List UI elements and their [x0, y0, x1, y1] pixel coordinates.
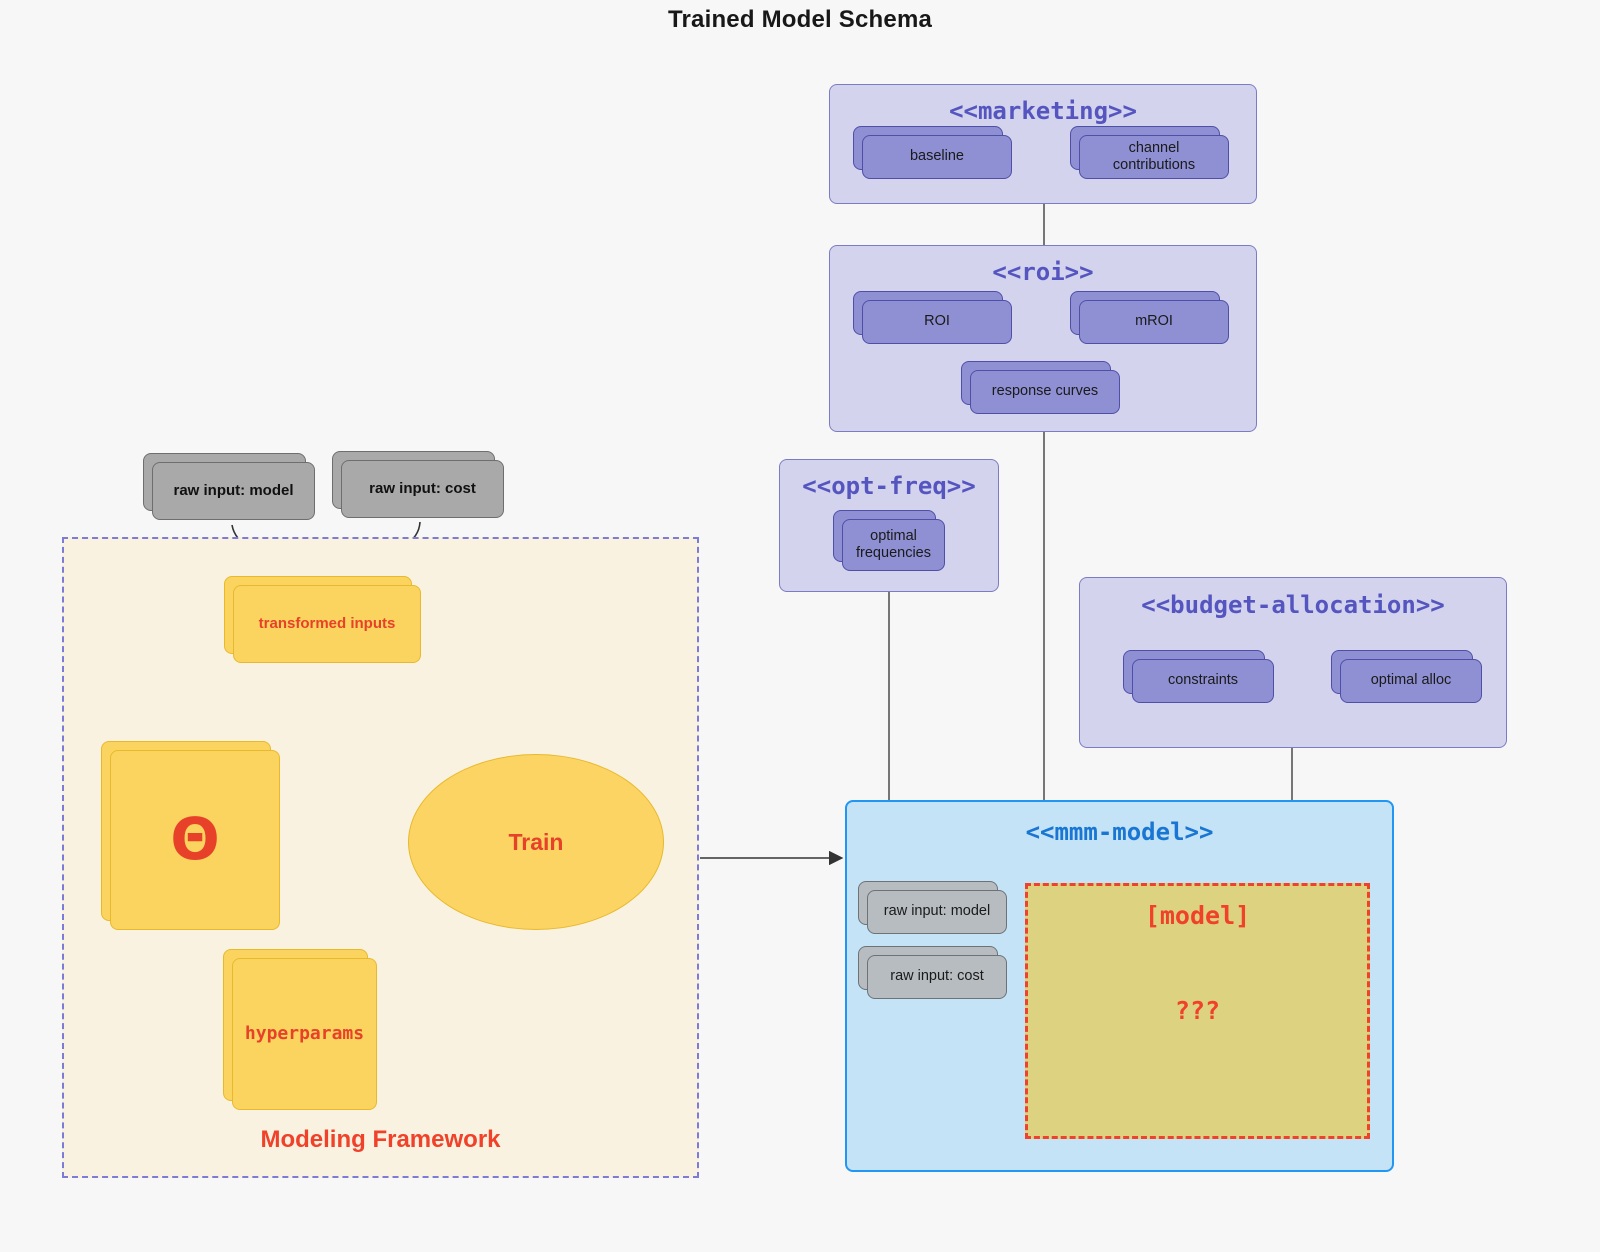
card-front [1340, 659, 1482, 703]
node-raw-input-cost-label: raw input: cost [369, 480, 476, 497]
card-front [233, 585, 421, 663]
model-unknown-label: ??? [1174, 996, 1221, 1025]
card-front [1132, 659, 1274, 703]
node-theta-label: Θ [170, 805, 220, 874]
node-mroi-label: mROI [1135, 313, 1173, 330]
node-mmm-raw-input-cost-label: raw input: cost [890, 968, 984, 985]
node-raw-input-model-label: raw input: model [173, 482, 294, 499]
node-constraints-label: constraints [1167, 672, 1239, 689]
card-front [867, 890, 1007, 934]
node-constraints[interactable]: constraints [1123, 650, 1274, 703]
node-optimal-frequencies[interactable]: optimal frequencies [833, 510, 945, 571]
node-train-label: Train [508, 828, 564, 855]
card-front [1079, 135, 1229, 179]
node-optimal-frequencies-label: optimal frequencies [848, 528, 939, 563]
node-transformed-inputs[interactable]: transformed inputs [224, 576, 421, 663]
package-opt-freq-title: <<opt-freq>> [802, 472, 976, 500]
card-front [232, 958, 377, 1110]
node-channel-contributions[interactable]: channel contributions [1070, 126, 1229, 179]
card-front [862, 300, 1012, 344]
node-baseline[interactable]: baseline [853, 126, 1012, 179]
page-title: Trained Model Schema [667, 6, 933, 33]
card-front [862, 135, 1012, 179]
label-line-1: optimal [870, 527, 917, 544]
model-placeholder-box[interactable]: [model] ??? [1025, 883, 1370, 1139]
node-baseline-label: baseline [909, 148, 964, 165]
node-response-curves-label: response curves [991, 383, 1099, 400]
label-line-2: frequencies [856, 545, 931, 561]
package-mmm-model-title: <<mmm-model>> [1025, 818, 1214, 846]
node-hyperparams[interactable]: hyperparams [223, 949, 377, 1110]
node-channel-contributions-label: channel contributions [1112, 139, 1196, 173]
modeling-framework-label: Modeling Framework [260, 1126, 501, 1153]
node-mmm-raw-input-model[interactable]: raw input: model [858, 881, 1007, 934]
package-roi[interactable]: <<roi>> ROI mROI response curves [829, 245, 1257, 432]
package-marketing-title: <<marketing>> [949, 97, 1137, 125]
package-marketing[interactable]: <<marketing>> baseline channel contribut… [829, 84, 1257, 204]
node-mroi[interactable]: mROI [1070, 291, 1229, 344]
node-transformed-inputs-label: transformed inputs [258, 615, 396, 632]
node-optimal-alloc-label: optimal alloc [1370, 672, 1452, 689]
package-roi-title: <<roi>> [992, 258, 1094, 286]
package-budget-allocation-title: <<budget-allocation>> [1141, 591, 1445, 619]
node-hyperparams-label: hyperparams [244, 1023, 365, 1045]
node-roi-label: ROI [924, 313, 950, 330]
card-front [341, 460, 504, 518]
card-front [110, 750, 280, 930]
package-budget-allocation[interactable]: <<budget-allocation>> constraints optima… [1079, 577, 1507, 748]
card-front [867, 955, 1007, 999]
package-opt-freq[interactable]: <<opt-freq>> optimal frequencies [779, 459, 999, 592]
node-mmm-raw-input-cost[interactable]: raw input: cost [858, 946, 1007, 999]
node-optimal-alloc[interactable]: optimal alloc [1331, 650, 1482, 703]
node-raw-input-model[interactable]: raw input: model [143, 453, 315, 520]
node-response-curves[interactable]: response curves [961, 361, 1120, 414]
node-raw-input-cost[interactable]: raw input: cost [332, 451, 504, 518]
model-placeholder-label: [model] [1144, 901, 1251, 930]
card-front [970, 370, 1120, 414]
card-front [1079, 300, 1229, 344]
card-front [842, 519, 945, 571]
node-theta[interactable]: Θ [101, 741, 280, 930]
card-front [152, 462, 315, 520]
node-train[interactable]: Train [408, 754, 664, 930]
node-mmm-raw-input-model-label: raw input: model [883, 903, 991, 920]
node-roi[interactable]: ROI [853, 291, 1012, 344]
